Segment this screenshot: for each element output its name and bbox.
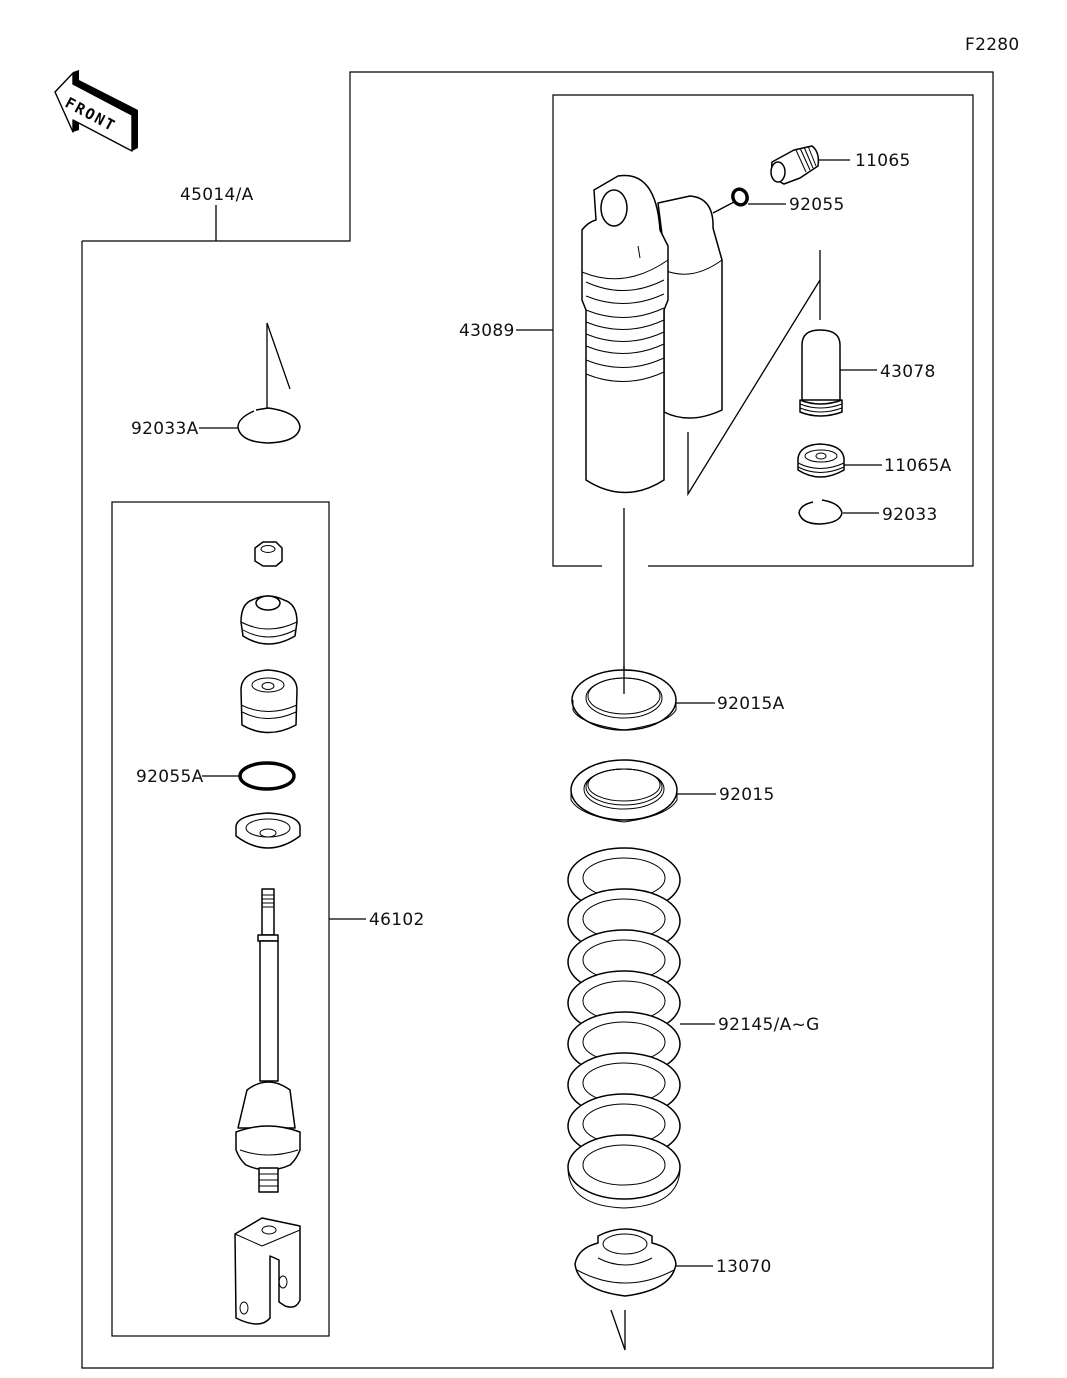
- locknut-92015-part[interactable]: [570, 759, 716, 823]
- callout-43089[interactable]: 43089: [459, 321, 515, 341]
- rod-seat-part[interactable]: [235, 812, 301, 849]
- assembly-frame: [81, 71, 994, 1369]
- callout-92145[interactable]: 92145/A~G: [718, 1015, 820, 1035]
- clevis-part[interactable]: [234, 1217, 301, 1325]
- damper-rod-kit-frame: [111, 501, 366, 1337]
- callout-92055[interactable]: 92055: [789, 195, 845, 215]
- spring-end: [567, 1169, 681, 1209]
- callout-92015A[interactable]: 92015A: [717, 694, 785, 714]
- locknut-92015A-part[interactable]: [571, 666, 715, 731]
- callout-11065[interactable]: 11065: [855, 151, 911, 171]
- figure-id: F2280: [965, 35, 1020, 55]
- bladder-43078-part[interactable]: [799, 329, 877, 417]
- piston-part[interactable]: [240, 595, 298, 645]
- callout-11065A[interactable]: 11065A: [884, 456, 952, 476]
- callout-13070[interactable]: 13070: [716, 1257, 772, 1277]
- circlip-92033-part[interactable]: [798, 499, 879, 525]
- damper-rod-part[interactable]: [235, 888, 301, 1193]
- cap-11065A-part[interactable]: [797, 443, 882, 478]
- spring-92145-part[interactable]: [567, 847, 681, 1209]
- callout-45014[interactable]: 45014/A: [180, 185, 254, 205]
- callout-46102[interactable]: 46102: [369, 910, 425, 930]
- spring-seat-13070-part[interactable]: [574, 1228, 713, 1297]
- callout-92015[interactable]: 92015: [719, 785, 775, 805]
- shock-body-part[interactable]: [581, 174, 735, 494]
- valve-body-part[interactable]: [240, 669, 298, 734]
- callout-92055A[interactable]: 92055A: [136, 767, 204, 787]
- spring-coil-inner: [582, 1144, 666, 1186]
- oring-92055A-part[interactable]: [202, 761, 296, 791]
- shock-body-kit-frame: [516, 94, 974, 567]
- oring-92055-part[interactable]: [730, 187, 786, 207]
- nut-part[interactable]: [254, 541, 283, 567]
- callout-92033[interactable]: 92033: [882, 505, 938, 525]
- spring-coil: [567, 1134, 681, 1200]
- front-arrow-icon: FRONT: [54, 70, 138, 152]
- callout-43078[interactable]: 43078: [880, 362, 936, 382]
- circlip-92033A-part[interactable]: [199, 322, 301, 444]
- valve-11065-part[interactable]: [770, 145, 850, 185]
- callout-92033A[interactable]: 92033A: [131, 419, 199, 439]
